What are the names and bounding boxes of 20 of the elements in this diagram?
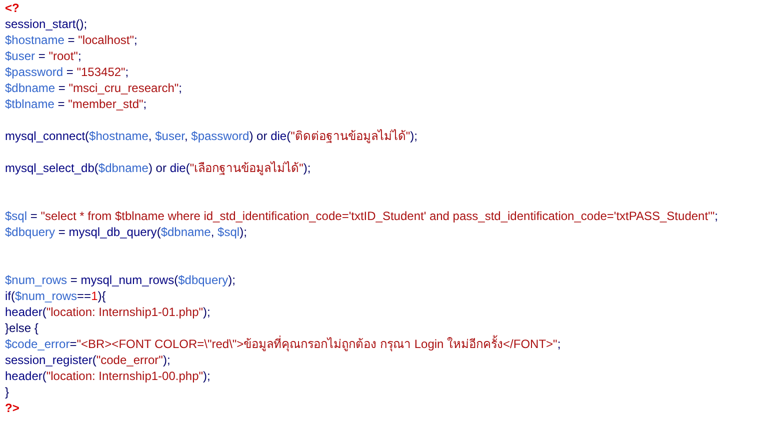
code-line: } xyxy=(5,385,10,400)
code-line: ?> xyxy=(5,401,20,416)
code-line: mysql_select_db($dbname) or die("เลือกฐานข้อมูลไม่ได้"); xyxy=(5,161,311,176)
code-line: $num_rows = mysql_num_rows($dbquery); xyxy=(5,273,236,288)
code-line: $hostname = "localhost"; xyxy=(5,33,138,48)
code-line: $code_error="<BR><FONT COLOR=\"red\">ข้อมูลที่คุณกรอกไม่ถูกต้อง กรุณา Login ใหม่อีกครั้ง</FONT>"; xyxy=(5,337,561,352)
code-line: $password = "153452"; xyxy=(5,65,129,80)
code-line: header("location: Internship1-01.php"); xyxy=(5,305,210,320)
code-line: $dbname = "msci_cru_research"; xyxy=(5,81,182,96)
code-line: }else { xyxy=(5,321,38,336)
code-line: header("location: Internship1-00.php"); xyxy=(5,369,210,384)
code-line: $sql = "select * from $tblname where id_std_identification_code='txtID_Student' and pass_std_identification_code='txtPASS_Student'"; xyxy=(5,209,718,224)
code-line: <? xyxy=(5,1,20,16)
code-line: $tblname = "member_std"; xyxy=(5,97,147,112)
code-line: session_start(); xyxy=(5,17,88,32)
code-line: mysql_connect($hostname, $user, $password) or die("ติดต่อฐานข้อมูลไม่ได้"); xyxy=(5,129,418,144)
code-line: if($num_rows==1){ xyxy=(5,289,106,304)
code-line: $dbquery = mysql_db_query($dbname, $sql); xyxy=(5,225,247,240)
code-line: $user = "root"; xyxy=(5,49,82,64)
code-line: session_register("code_error"); xyxy=(5,353,170,368)
